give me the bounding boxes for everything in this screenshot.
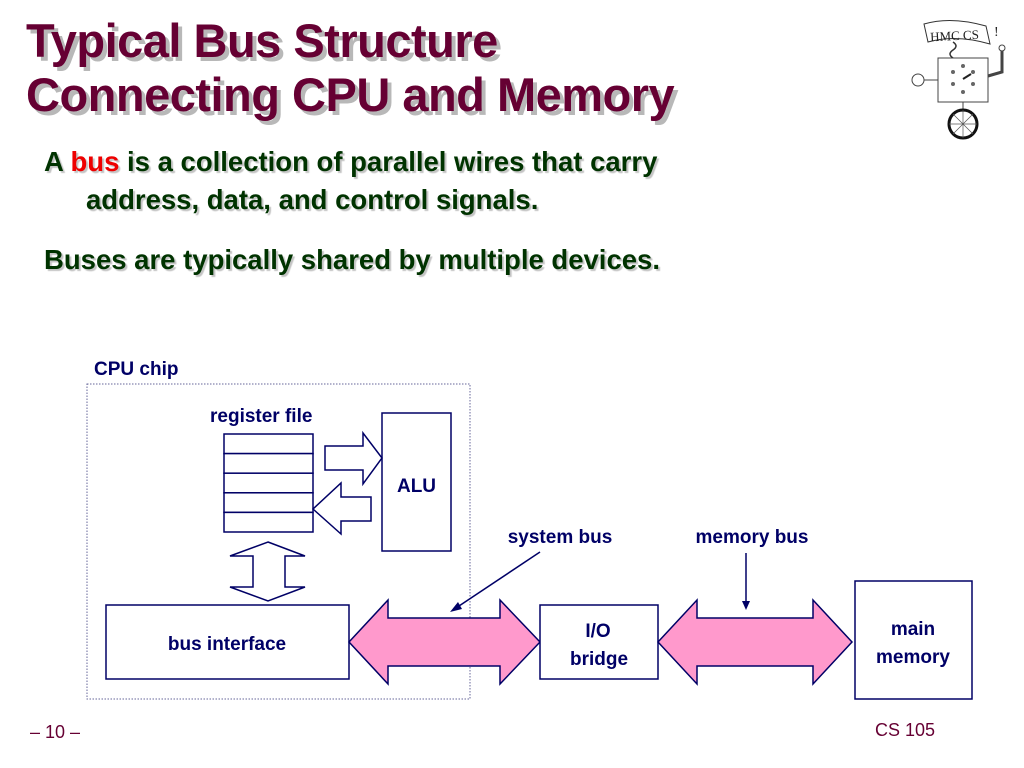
register-to-alu-arrow	[324, 430, 383, 487]
bus-interface-box	[105, 604, 350, 680]
bullet-1: A bus is a collection of parallel wires …	[44, 146, 658, 177]
io-bridge-label-line1: I/O	[585, 621, 610, 642]
logo-banner: HMC CS !	[923, 20, 999, 45]
main-memory-label-line2: memory	[876, 647, 950, 668]
slide-title: Typical Bus Structure Connecting CPU and…	[26, 14, 675, 122]
hmc-cs-robot-logo: HMC CS !	[911, 20, 1006, 140]
register-row	[223, 433, 314, 455]
page-number: – 10 –	[30, 722, 81, 742]
alu-label: ALU	[397, 476, 436, 497]
bullet-1-continuation: address, data, and control signals.	[86, 184, 539, 215]
logo-right-arm	[987, 44, 1006, 78]
logo-dial	[951, 64, 975, 94]
system-bus-pointer	[450, 551, 541, 612]
register-file-label: register file	[210, 406, 312, 427]
register-bus-interface-arrow	[229, 541, 306, 602]
memory-bus-label: memory bus	[696, 527, 809, 548]
logo-banner-text: HMC CS	[930, 27, 979, 45]
logo-unicycle-wheel	[947, 108, 979, 140]
register-row	[223, 452, 314, 474]
course-label: CS 105	[875, 720, 936, 740]
logo-left-arm	[911, 73, 938, 87]
system-bus-label: system bus	[508, 527, 613, 548]
logo-hook	[949, 41, 957, 59]
cpu-chip-boundary	[86, 383, 471, 700]
alu-box	[381, 412, 452, 552]
io-bridge-box	[539, 604, 659, 680]
cpu-chip-label: CPU chip	[94, 359, 178, 380]
bus-term: bus	[70, 146, 120, 177]
register-row	[223, 511, 314, 533]
system-bus-arrow[interactable]	[347, 598, 542, 686]
main-memory-box	[854, 580, 973, 700]
bullet-list: A bus is a collection of parallel wires …	[44, 143, 844, 279]
bus-interface-label: bus interface	[168, 634, 286, 655]
register-row	[223, 492, 314, 514]
register-file	[223, 433, 314, 533]
logo-exclamation: !	[994, 25, 999, 40]
title-line-2: Connecting CPU and Memory	[26, 68, 675, 121]
bullet-2: Buses are typically shared by multiple d…	[44, 244, 660, 275]
io-bridge-label-line2: bridge	[570, 649, 628, 670]
title-line-1: Typical Bus Structure	[26, 14, 498, 67]
memory-bus-arrow[interactable]	[656, 598, 854, 686]
main-memory-label-line1: main	[891, 619, 935, 640]
alu-to-register-arrow	[311, 481, 372, 536]
register-row	[223, 472, 314, 494]
memory-bus-pointer	[742, 553, 750, 610]
